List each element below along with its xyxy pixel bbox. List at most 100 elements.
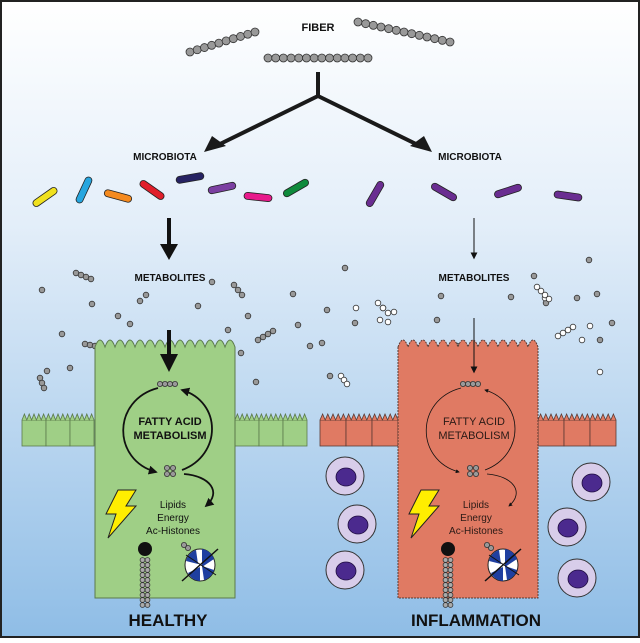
metabolite-bead [384,309,392,317]
lightning-icon [408,489,441,539]
receptor-tail [447,587,454,593]
immune-cell-nucleus [335,467,357,487]
fiber-bead [236,32,245,41]
metabolite-bead [507,293,515,301]
epithelial-side-cell [258,419,284,447]
fiber-bead [200,43,209,52]
split-arrows [219,72,417,146]
receptor-tail [442,567,449,573]
immune-cells [325,456,611,598]
fatty-acid-cycle-right [425,387,517,507]
receptor-tail [144,577,151,583]
fiber-bead [445,37,455,47]
fatty-acid-cycle-left [122,387,215,508]
epithelial-side-cell [371,419,399,447]
metabolite-bead [244,312,252,320]
metabolite-bead [384,318,392,326]
acetyl-bead [166,380,173,387]
receptor-tail [144,557,151,563]
fiber-bead [340,53,350,63]
metabolite-bead [289,290,297,298]
acetyl-bead [169,464,176,471]
bacterium [431,182,457,202]
fiber-bead [221,36,231,46]
metabolite-bead [608,319,616,327]
metabolite-bead [230,281,238,289]
metabolite-bead [596,336,604,344]
metabolite-bead [593,290,601,298]
histone-segment [491,567,503,581]
fiber-bead [263,53,273,63]
acetyl-bead [163,470,170,477]
metabolite-bead [252,378,260,386]
side-epithelium [21,412,617,447]
nucleosomes [180,542,522,582]
metabolite-bead [88,300,96,308]
receptor-tail [442,557,449,563]
acetyl-bead [474,380,481,387]
fiber-bead [332,53,342,63]
metabolite-bead [545,295,553,303]
metabolite-bead [43,367,51,375]
epithelial-side-cell [589,419,617,447]
receptor-tail [139,557,146,563]
receptor-tail [139,592,146,598]
microbiota-left-label: MICROBIOTA [133,152,197,163]
metabolite-bead [294,321,302,329]
immune-cell [337,504,377,544]
metabolite-particles [36,256,616,392]
outputs-right-lipids: Lipids [463,500,489,511]
cell-molecules [156,380,481,477]
receptor-tail [442,572,449,578]
receptor-tail [447,577,454,583]
receptor-tail [144,562,151,568]
metabolite-bead [87,275,95,283]
immune-cell-nucleus [335,561,357,581]
bacteria [32,172,583,207]
fiber-bead [192,45,202,55]
receptor-tail [139,567,146,573]
immune-cell-nucleus [581,473,603,493]
fiber-bead [250,27,260,37]
lightning-icon [105,489,138,539]
acetyl-bead [184,545,191,552]
receptor-tail [447,602,454,608]
dna-strand [181,548,219,582]
fiber-bead [376,22,386,32]
epithelial-side-cell [234,419,260,447]
receptor-tail [442,582,449,588]
bacterium [32,187,58,207]
immune-cell-nucleus [557,518,579,538]
receptor-tail [139,572,146,578]
metabolite-bead [126,320,134,328]
epithelial-side-cell [319,419,347,447]
metabolite-bead [569,323,577,331]
immune-cell [571,462,611,502]
histone-segment [202,566,214,580]
fiber-bead [437,35,447,45]
metabolite-bead [234,286,242,294]
metabolite-bead [254,336,262,344]
metabolite-bead [259,333,267,341]
receptor-tail [447,562,454,568]
fiber-bead [422,32,432,42]
receptor-tail [442,587,449,593]
metabolite-bead [323,306,331,314]
epithelial-side-cell [69,419,95,447]
receptor-tail [139,562,146,568]
metabolites-right-label: METABOLITES [439,273,510,284]
metabolite-bead [541,291,549,299]
microvilli [258,412,284,422]
immune-cell [325,456,365,496]
metabolite-bead [530,272,538,280]
receptor-icon [441,542,455,556]
nucleosome-icon [483,542,522,582]
receptor-tail [144,592,151,598]
fiber-bead [363,53,373,63]
fiber-bead [368,20,378,30]
receptor-tail [144,567,151,573]
fiber-bead [317,53,327,63]
receptor-tail [144,597,151,603]
